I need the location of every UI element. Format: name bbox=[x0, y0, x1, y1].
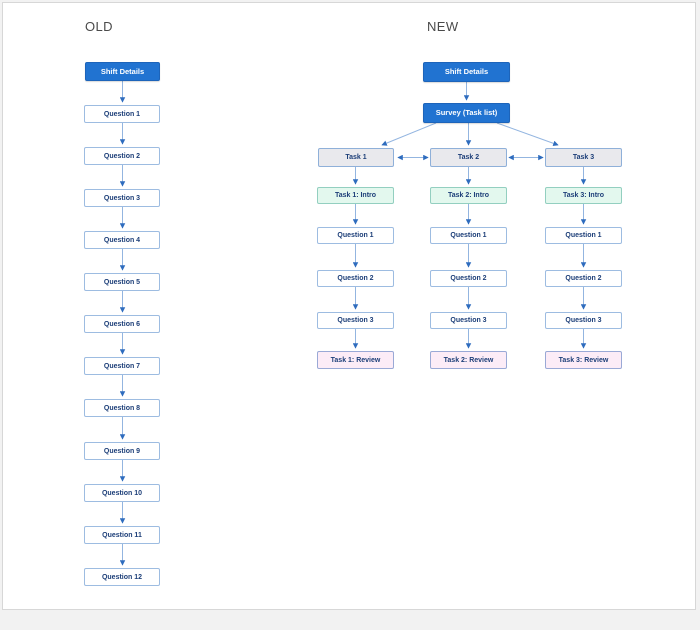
flow-node-question: Question 7 bbox=[84, 357, 160, 375]
flow-node-question: Question 10 bbox=[84, 484, 160, 502]
flow-node-task2-review: Task 2: Review bbox=[430, 351, 507, 369]
flow-node-question: Question 1 bbox=[545, 227, 622, 244]
flow-node-question: Question 4 bbox=[84, 231, 160, 249]
flow-node-question: Question 9 bbox=[84, 442, 160, 460]
flow-node-shift-details-new: Shift Details bbox=[423, 62, 510, 82]
flow-node-question: Question 12 bbox=[84, 568, 160, 586]
flow-node-question: Question 1 bbox=[430, 227, 507, 244]
flow-node-question: Question 3 bbox=[317, 312, 394, 329]
flow-node-question: Question 2 bbox=[317, 270, 394, 287]
flow-node-task1-review: Task 1: Review bbox=[317, 351, 394, 369]
flow-node-shift-details-old: Shift Details bbox=[85, 62, 160, 81]
flow-node-question: Question 3 bbox=[84, 189, 160, 207]
flow-node-task2-intro: Task 2: Intro bbox=[430, 187, 507, 204]
flow-node-question: Question 8 bbox=[84, 399, 160, 417]
flow-node-question: Question 3 bbox=[545, 312, 622, 329]
flow-node-task1-intro: Task 1: Intro bbox=[317, 187, 394, 204]
flow-node-question: Question 2 bbox=[430, 270, 507, 287]
flow-node-task-3: Task 3 bbox=[545, 148, 622, 167]
flow-node-question: Question 1 bbox=[317, 227, 394, 244]
diagram-canvas bbox=[2, 2, 696, 610]
flow-node-question: Question 3 bbox=[430, 312, 507, 329]
flow-node-question: Question 11 bbox=[84, 526, 160, 544]
new-section-heading: NEW bbox=[427, 19, 459, 34]
flow-node-task-2: Task 2 bbox=[430, 148, 507, 167]
flow-node-task3-review: Task 3: Review bbox=[545, 351, 622, 369]
flow-node-survey-task-list: Survey (Task list) bbox=[423, 103, 510, 123]
flow-node-question: Question 2 bbox=[545, 270, 622, 287]
flow-node-task3-intro: Task 3: Intro bbox=[545, 187, 622, 204]
flow-node-task-1: Task 1 bbox=[318, 148, 394, 167]
flow-node-question: Question 2 bbox=[84, 147, 160, 165]
flow-node-question: Question 5 bbox=[84, 273, 160, 291]
flow-node-question: Question 6 bbox=[84, 315, 160, 333]
flow-node-question: Question 1 bbox=[84, 105, 160, 123]
old-section-heading: OLD bbox=[85, 19, 113, 34]
